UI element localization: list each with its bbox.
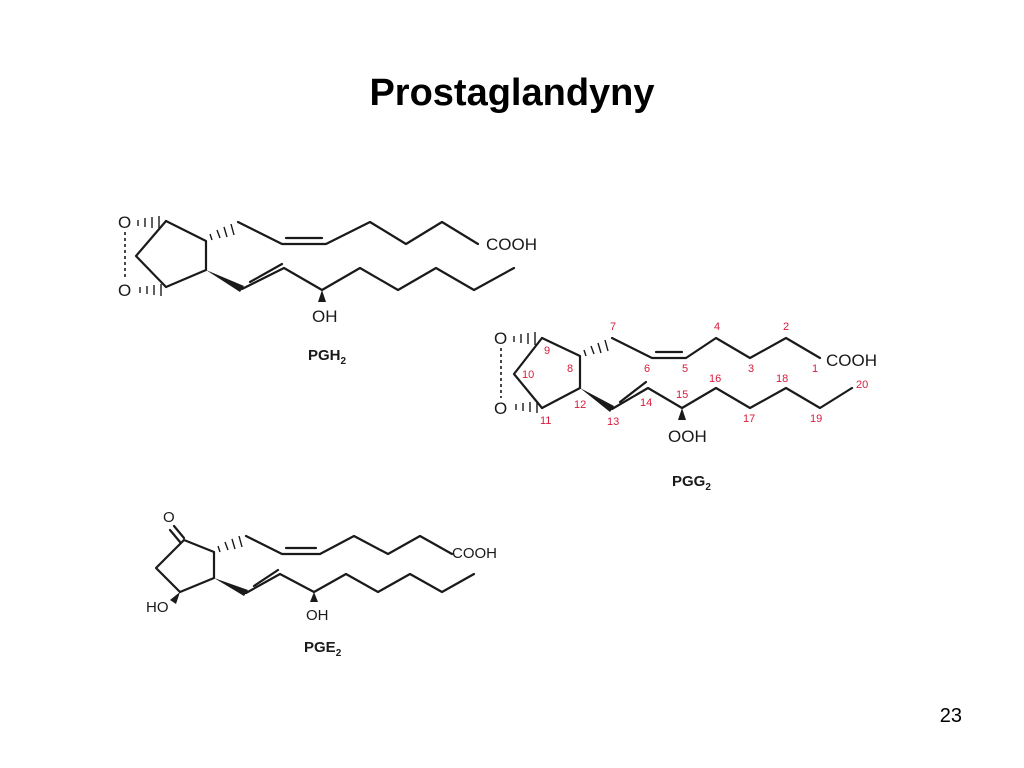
pge2-hash-chain [217,535,243,553]
slide-number: 23 [939,705,962,727]
pge2-structure: O HO COOH OH PGE2 [146,509,497,659]
carbon-number: 9 [544,345,550,357]
pgg2-structure: O O COOH OOH [494,321,877,493]
pgg2-ooh: OOH [668,427,707,446]
carbon-number: 17 [743,413,755,425]
carbon-number: 18 [776,373,788,385]
pgg2-wedge [580,388,614,412]
pgh2-trans-double [248,262,284,284]
pgg2-hash-bottom [515,401,538,413]
pge2-omega-chain [244,572,476,595]
pgh2-name: PGH2 [308,347,347,367]
pgg2-alpha-chain [610,336,822,360]
pge2-trans-double [252,568,280,588]
pgh2-hash-bottom [139,284,162,296]
pgg2-cooh: COOH [826,351,877,370]
pge2-ring [154,538,216,594]
pge2-ho-wedge [170,592,180,604]
pge2-keto-o: O [163,509,175,526]
pgg2-o-top: O [494,329,507,348]
pgg2-o-bottom: O [494,399,507,418]
pge2-cooh: COOH [452,545,497,562]
pgg2-name: PGG2 [672,473,711,493]
pge2-oh-wedge [310,592,318,602]
carbon-number: 7 [610,321,616,333]
carbon-number: 10 [522,369,534,381]
carbon-number: 19 [810,413,822,425]
pgh2-hash-top [137,216,160,229]
pgh2-alpha-chain [236,220,480,246]
pgg2-omega-chain [610,386,854,411]
pge2-alpha-chain [244,534,454,556]
pgg2-ooh-wedge [678,408,686,420]
carbon-number: 14 [640,397,652,409]
carbon-number: 1 [812,363,818,375]
slide-title: Prostaglandyny [369,72,655,114]
carbon-number: 11 [540,415,551,427]
carbon-number: 16 [709,373,721,385]
pgh2-ring [164,219,208,289]
pgh2-cooh: COOH [486,235,537,254]
carbon-number: 15 [676,389,688,401]
carbon-number: 5 [682,363,688,375]
pgg2-trans-double [618,380,648,404]
pgg2-carbon-numbers: 1 2 3 4 5 6 7 8 9 10 11 12 13 14 15 16 1… [522,321,868,428]
carbon-number: 4 [714,321,720,333]
carbon-number: 6 [644,363,650,375]
pgh2-wedge [206,270,244,292]
pgg2-ring-bridge [512,336,544,410]
carbon-number: 8 [567,363,573,375]
pgg2-ring [540,336,582,410]
pgg2-hash-chain [583,339,609,357]
carbon-number: 12 [574,399,586,411]
pgh2-o-bottom: O [118,281,131,300]
pgh2-structure: O O COOH [118,213,537,367]
carbon-number: 3 [748,363,754,375]
carbon-number: 20 [856,379,868,391]
pge2-ho: HO [146,599,169,616]
pgh2-o-top: O [118,213,131,232]
pgh2-hash-chain [209,223,235,241]
carbon-number: 2 [783,321,789,333]
pge2-wedge [214,578,248,596]
pgg2-hash-top [513,332,536,345]
carbon-number: 13 [607,416,619,428]
pge2-name: PGE2 [304,639,342,659]
pgh2-ring-bridge [134,219,168,289]
pge2-keto-bond [172,524,186,540]
pgh2-omega-chain [240,266,516,292]
pgh2-oh-wedge [318,290,326,302]
pge2-keto-bond-2 [168,528,182,544]
pgh2-oh: OH [312,307,338,326]
pge2-oh: OH [306,607,329,624]
